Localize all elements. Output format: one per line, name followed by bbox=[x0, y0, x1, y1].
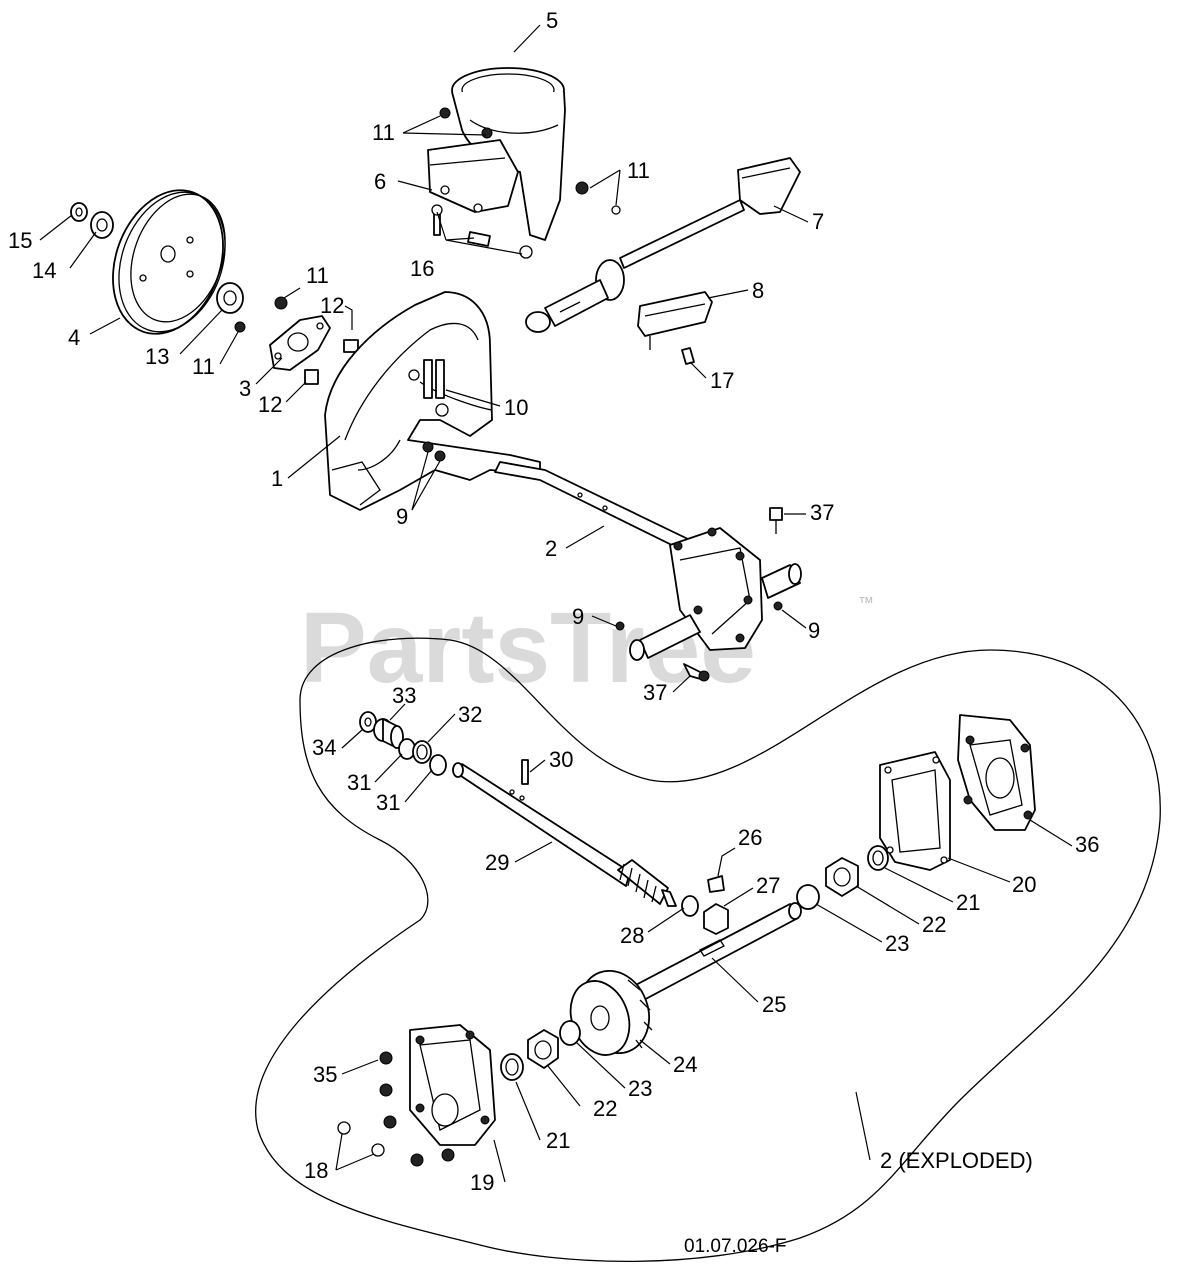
callout-11-pulley: 11 bbox=[192, 354, 215, 379]
callout-18: 18 bbox=[304, 1158, 328, 1183]
callout-12-lower: 12 bbox=[258, 392, 282, 417]
part-27-coupler bbox=[703, 903, 729, 935]
part-22-bushing-lower bbox=[527, 1029, 559, 1069]
callout-31-lower: 31 bbox=[376, 790, 400, 815]
part-37-bolt-upper bbox=[769, 507, 783, 534]
callout-37-lower: 37 bbox=[643, 680, 667, 705]
callout-7: 7 bbox=[812, 209, 824, 234]
part-20-gasket bbox=[879, 751, 951, 871]
callout-26: 26 bbox=[738, 825, 762, 850]
callout-8: 8 bbox=[752, 278, 764, 303]
part-15-washer bbox=[70, 202, 88, 222]
callout-37-upper: 37 bbox=[810, 500, 834, 525]
part-7-crank-rod bbox=[525, 157, 801, 333]
callout-10: 10 bbox=[504, 395, 528, 420]
callout-11-bracket: 11 bbox=[627, 158, 650, 183]
callout-27: 27 bbox=[756, 873, 780, 898]
callout-34: 34 bbox=[312, 735, 336, 760]
leader-lines bbox=[39, 24, 1073, 1183]
part-1-auger-housing bbox=[324, 291, 691, 553]
part-9-nut-left bbox=[615, 621, 625, 631]
callout-14: 14 bbox=[32, 258, 56, 283]
part-28-washer bbox=[681, 895, 699, 917]
part-21-seal-upper bbox=[867, 845, 889, 871]
part-6-chute-bracket bbox=[427, 139, 519, 213]
callout-12-upper: 12 bbox=[320, 293, 344, 318]
part-36-gearbox-half bbox=[957, 714, 1036, 831]
callout-2: 2 bbox=[545, 536, 557, 561]
callout-23-lower: 23 bbox=[628, 1076, 652, 1101]
callout-11-flange: 11 bbox=[306, 263, 329, 288]
callout-21-lower: 21 bbox=[546, 1128, 570, 1153]
callout-6: 6 bbox=[374, 169, 386, 194]
callout-31-upper: 31 bbox=[347, 770, 371, 795]
part-13-hub bbox=[216, 282, 244, 314]
part-23-washer-lower bbox=[559, 1020, 581, 1046]
part-33-bushing bbox=[373, 718, 404, 749]
part-30-key bbox=[521, 759, 529, 785]
callout-9-right: 9 bbox=[808, 618, 820, 643]
callout-36: 36 bbox=[1075, 832, 1099, 857]
callout-15: 15 bbox=[8, 228, 32, 253]
callout-11-chute: 11 bbox=[372, 120, 395, 145]
callout-30: 30 bbox=[549, 747, 573, 772]
callout-32: 32 bbox=[458, 702, 482, 727]
trademark-symbol: ™ bbox=[858, 595, 874, 612]
part-11-nut-chute bbox=[575, 181, 621, 215]
callout-33: 33 bbox=[392, 683, 416, 708]
part-14-bearing bbox=[90, 211, 114, 239]
part-12-carriage-bolts bbox=[304, 339, 359, 385]
part-22-bushing-upper bbox=[825, 857, 859, 897]
part-32-ring bbox=[412, 740, 432, 764]
diagram-reference-code: 01.07.026-F bbox=[684, 1236, 786, 1257]
part-18-plugs bbox=[337, 1121, 385, 1157]
part-31-spacer-b bbox=[429, 754, 447, 776]
part-24-worm-gear bbox=[569, 969, 653, 1056]
part-4-pulley bbox=[112, 189, 226, 335]
part-9-nuts-housing bbox=[422, 441, 446, 462]
callout-35: 35 bbox=[313, 1062, 337, 1087]
callout-22-lower: 22 bbox=[593, 1096, 617, 1121]
callout-4: 4 bbox=[68, 325, 80, 350]
part-11-nut-bearing bbox=[274, 296, 288, 310]
part-29-worm-shaft bbox=[452, 762, 677, 907]
part-16-bolts bbox=[431, 204, 533, 259]
part-9-nut-right bbox=[773, 601, 783, 611]
callout-20: 20 bbox=[1012, 872, 1036, 897]
callout-19: 19 bbox=[470, 1170, 494, 1195]
part-19-gearbox-half bbox=[409, 1024, 496, 1146]
callout-29: 29 bbox=[485, 850, 509, 875]
part-10-bolts bbox=[423, 359, 445, 399]
part-35-fittings bbox=[379, 1051, 455, 1167]
callout-24: 24 bbox=[673, 1052, 697, 1077]
callout-23-upper: 23 bbox=[885, 931, 909, 956]
exploded-view-outline bbox=[255, 637, 1161, 1263]
callout-16: 16 bbox=[410, 256, 434, 281]
callout-22-upper: 22 bbox=[922, 912, 946, 937]
part-2-gearbox-assembly bbox=[629, 527, 802, 661]
part-3-bearing-flange bbox=[269, 315, 331, 371]
part-21-seal-lower bbox=[500, 1053, 524, 1081]
exploded-caption: 2 (EXPLODED) bbox=[880, 1148, 1033, 1173]
callout-1: 1 bbox=[271, 466, 283, 491]
part-11-nut-pulley bbox=[234, 321, 246, 333]
callout-25: 25 bbox=[762, 992, 786, 1017]
part-17-screw bbox=[681, 347, 695, 365]
callout-9-housing: 9 bbox=[396, 504, 408, 529]
part-37-bolt-lower bbox=[683, 663, 710, 682]
part-26-key bbox=[707, 875, 725, 893]
callout-9-left: 9 bbox=[572, 604, 584, 629]
callout-3: 3 bbox=[239, 376, 251, 401]
part-23-washer-upper bbox=[796, 884, 820, 910]
callout-labels: 5 11 11 6 7 15 14 16 11 12 8 4 13 11 3 1… bbox=[8, 8, 1099, 1195]
callout-21-upper: 21 bbox=[956, 890, 980, 915]
callout-28: 28 bbox=[620, 923, 644, 948]
part-8-clip bbox=[637, 291, 713, 350]
callout-13: 13 bbox=[145, 344, 169, 369]
callout-17: 17 bbox=[710, 368, 734, 393]
callout-5: 5 bbox=[546, 8, 558, 33]
